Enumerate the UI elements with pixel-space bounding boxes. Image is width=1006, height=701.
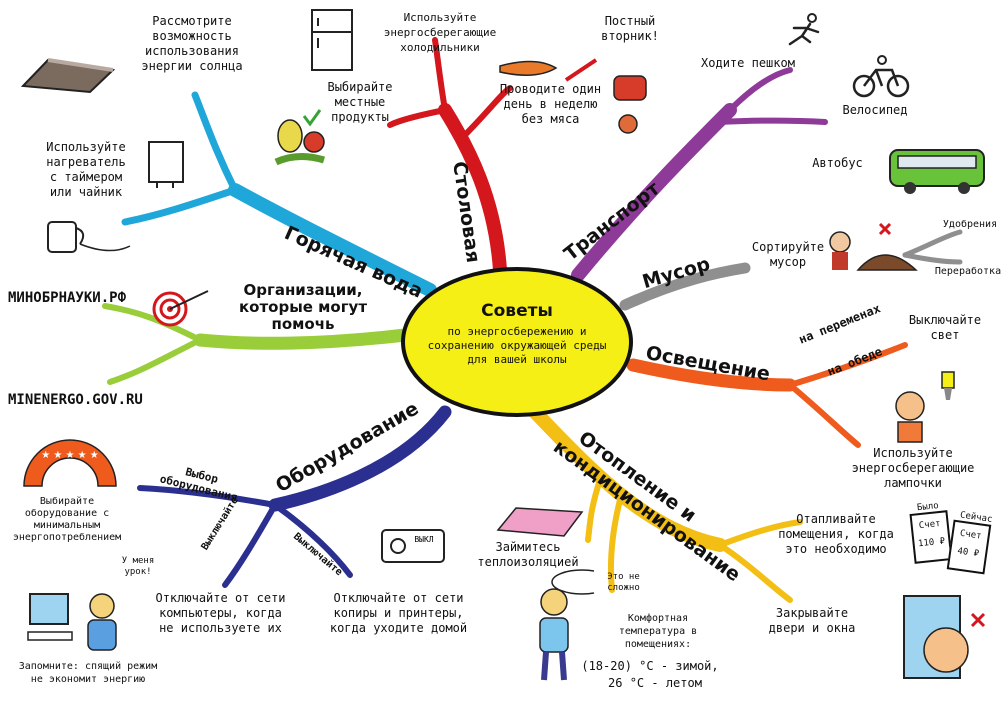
- bulbs-tip: Используйте энергосберегающие лампочки: [851, 446, 975, 490]
- center-title: Советы: [481, 301, 553, 321]
- computers-tip: Отключайте от сети компьютеры, когда не …: [155, 591, 286, 635]
- org-site-1[interactable]: МИНОБРНАУКИ.РФ: [8, 290, 127, 306]
- branch-hot-water: [121, 91, 437, 297]
- close-doors-tip: Закрывайте двери и окна: [768, 606, 856, 635]
- branch-heating: [528, 405, 803, 603]
- runner-icon: [788, 13, 820, 46]
- branch-organizations: [102, 303, 412, 385]
- heat-needed-tip: Отапливайте помещения, когда это необход…: [778, 512, 894, 556]
- svg-text:★ ★ ★ ★ ★: ★ ★ ★ ★ ★: [41, 450, 99, 461]
- branch-lighting: [626, 342, 908, 448]
- lightbulb-icon: [895, 371, 955, 443]
- comfort-tip: Комфортная температура в помещениях:: [618, 613, 698, 650]
- timer-tip: Используйте нагреватель с таймером или ч…: [46, 140, 126, 199]
- vegetables-icon: [274, 109, 326, 166]
- solar-tip: Рассмотрите возможность использования эн…: [141, 14, 243, 73]
- bill-after-label: Счет: [959, 528, 983, 542]
- bill-before-label: Счет: [918, 518, 942, 532]
- center-subtitle: по энергосбережению и сохранению окружаю…: [427, 325, 607, 366]
- sleep-mode-note: Запомните: спящий режим не экономит энер…: [18, 661, 158, 685]
- fridge-tip: Используйте энергосберегающие холодильни…: [383, 11, 497, 54]
- bill-after: Сейчас Счет 40 ₽: [946, 510, 993, 575]
- recycling-tip: Переработка: [934, 266, 1002, 277]
- org-site-2[interactable]: MINENERGO.GOV.RU: [8, 392, 143, 408]
- not-hard-bubble: Это не сложно: [607, 572, 640, 593]
- boiler-icon: [148, 141, 184, 188]
- bill-before-caption: Было: [916, 501, 940, 514]
- summer-temp: 26 °С - летом: [608, 676, 702, 690]
- bus-icon: [889, 149, 985, 194]
- bicycle-icon: [852, 55, 910, 98]
- fast-tuesday-tip: Постный вторник!: [601, 14, 659, 43]
- branch-label-organizations: Организации, которые могут помочь: [238, 281, 368, 333]
- branch-transport: [571, 67, 828, 282]
- rating-arc-icon: ★ ★ ★ ★ ★: [23, 439, 117, 487]
- winter-temp: (18-20) °С - зимой,: [581, 659, 719, 673]
- lights-off-tip: Выключайте свет: [908, 313, 982, 342]
- boy-icon: [539, 569, 594, 681]
- bill-before: Было Счет 110 ₽: [909, 501, 953, 564]
- branch-equipment: [137, 405, 452, 588]
- solar-mat-icon: [20, 58, 116, 94]
- computer-user-icon: [27, 593, 117, 651]
- kettle-icon: [47, 221, 131, 253]
- no-meat-tip: Проводите один день в неделю без мяса: [499, 82, 602, 126]
- choose-low-energy-tip: Выбирайте оборудование с минимальным эне…: [12, 496, 122, 543]
- target-icon: [152, 290, 209, 327]
- copiers-tip: Отключайте от сети копиры и принтеры, ко…: [329, 591, 468, 635]
- bus-tip: Автобус: [812, 156, 863, 170]
- insulation-tip: Займитесь теплоизоляцией: [477, 540, 579, 569]
- walk-tip: Ходите пешком: [701, 56, 795, 70]
- lesson-bubble: У меня урок!: [121, 556, 155, 577]
- center-node: Советы по энергосбережению и сохранению …: [401, 267, 633, 417]
- fridge-icon: [311, 9, 353, 71]
- bill-after-value: 40 ₽: [956, 546, 980, 560]
- compost-icon: [829, 222, 918, 271]
- bike-tip: Велосипед: [842, 103, 908, 117]
- insulation-panel-icon: [496, 507, 584, 537]
- sort-waste-tip: Сортируйте мусор: [751, 240, 825, 269]
- local-food-tip: Выбирайте местные продукты: [327, 80, 393, 124]
- window-icon: [903, 595, 986, 679]
- fertilizer-tip: Удобрения: [942, 219, 998, 230]
- fruit-icon: [499, 58, 647, 134]
- socket-label: ВЫКЛ: [414, 535, 433, 544]
- bill-before-value: 110 ₽: [917, 536, 946, 550]
- branch-canteen: [387, 37, 513, 277]
- socket-icon: ВЫКЛ: [381, 529, 445, 563]
- branch-waste: [619, 229, 963, 311]
